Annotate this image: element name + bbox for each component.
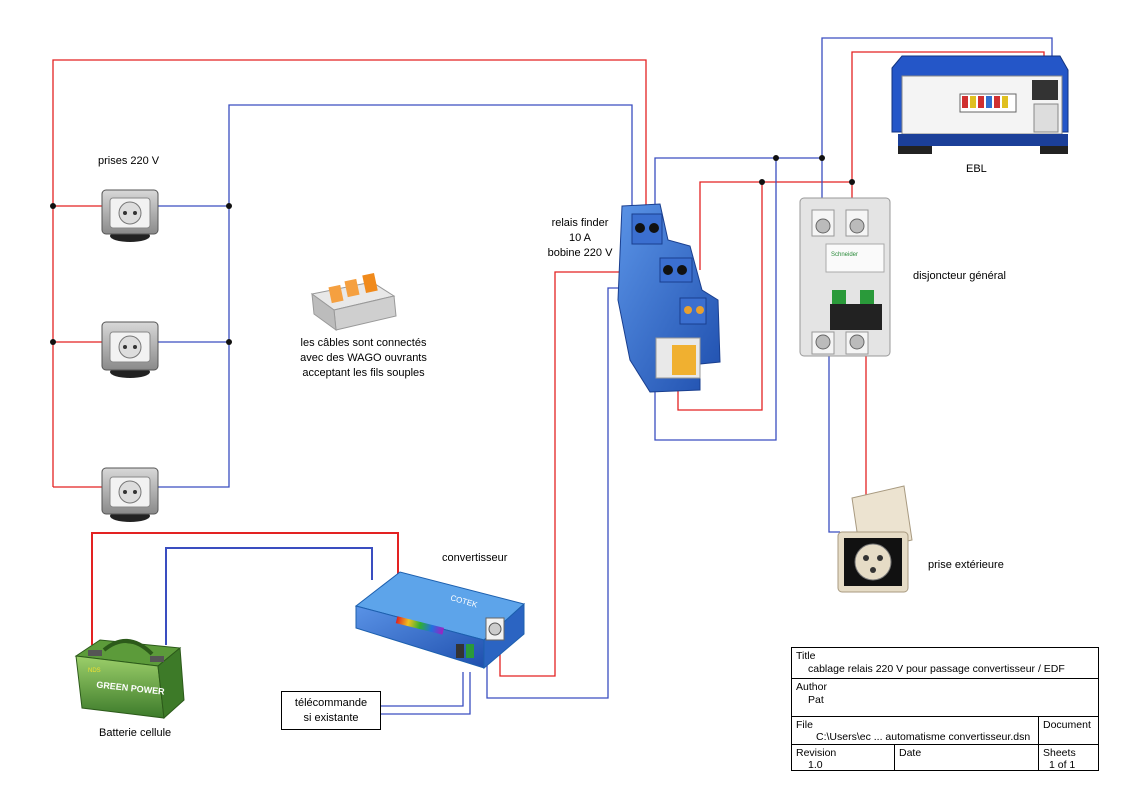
wire-outlets-neutral xyxy=(152,104,633,488)
label-prises: prises 220 V xyxy=(98,155,160,167)
socket-outlet-2 xyxy=(101,321,159,378)
label-relais: relais finder 10 A bobine 220 V xyxy=(540,216,620,261)
junction-dots xyxy=(50,155,855,345)
tb-date-key: Date xyxy=(899,747,922,759)
battery: NDS GREEN POWER xyxy=(74,639,185,720)
title-block: Title cablage relais 220 V pour passage … xyxy=(791,647,1099,771)
label-convertisseur: convertisseur xyxy=(442,552,508,564)
relais-line-2: 10 A xyxy=(568,232,592,244)
tb-revision-value: 1.0 xyxy=(808,759,823,771)
wago-note-line-1: les câbles sont connectés xyxy=(300,337,427,349)
label-batterie: Batterie cellule xyxy=(99,727,172,739)
wago-note-line-2: avec des WAGO ouvrants xyxy=(300,352,427,364)
tb-title-row: Title cablage relais 220 V pour passage … xyxy=(792,648,1098,678)
wire-relay-to-breaker xyxy=(699,181,852,270)
tb-revision-row: Revision 1.0 Date Sheets 1 of 1 xyxy=(792,744,1098,771)
tb-title-value: cablage relais 220 V pour passage conver… xyxy=(808,663,1065,675)
tb-document-key: Document xyxy=(1043,719,1091,731)
relay-finder xyxy=(617,203,721,393)
circuit-breaker: Schneider xyxy=(799,197,891,357)
ebl-unit xyxy=(891,55,1069,154)
tb-file-key: File xyxy=(796,719,813,731)
tb-file-value: C:\Users\ec ... automatisme convertisseu… xyxy=(816,731,1031,743)
breaker-brand: Schneider xyxy=(831,252,858,258)
remote-control-box: télécommande si existante xyxy=(281,691,381,730)
socket-outlet-1 xyxy=(101,189,159,242)
external-plug xyxy=(837,485,913,593)
red-wires xyxy=(52,51,1045,677)
blue-wires xyxy=(152,37,1053,715)
wago-connector xyxy=(310,272,397,332)
wire-outlets-phase-to-relay xyxy=(52,59,647,292)
remote-line-1: télécommande xyxy=(294,696,368,709)
relais-line-1: relais finder xyxy=(551,217,609,229)
battery-small-brand: NDS xyxy=(88,668,101,674)
label-disjoncteur: disjoncteur général xyxy=(913,270,1006,282)
label-wago-note: les câbles sont connectés avec des WAGO … xyxy=(296,336,431,381)
tb-author-value: Pat xyxy=(808,694,824,706)
label-ebl: EBL xyxy=(966,163,987,175)
socket-outlet-3 xyxy=(101,467,159,522)
tb-title-key: Title xyxy=(796,650,816,662)
tb-sheets-key: Sheets xyxy=(1043,747,1076,759)
tb-author-key: Author xyxy=(796,681,827,693)
label-prise-exterieure: prise extérieure xyxy=(928,559,1004,571)
wire-inverter-phase xyxy=(499,271,668,677)
relais-line-3: bobine 220 V xyxy=(547,247,613,259)
tb-sheets-value: 1 of 1 xyxy=(1049,759,1076,771)
inverter: COTEK xyxy=(354,571,526,670)
remote-line-2: si existante xyxy=(303,711,359,724)
wago-note-line-3: acceptant les fils souples xyxy=(302,367,425,379)
tb-revision-key: Revision xyxy=(796,747,837,759)
tb-file-row: File C:\Users\ec ... automatisme convert… xyxy=(792,716,1098,744)
tb-author-row: Author Pat xyxy=(792,678,1098,716)
